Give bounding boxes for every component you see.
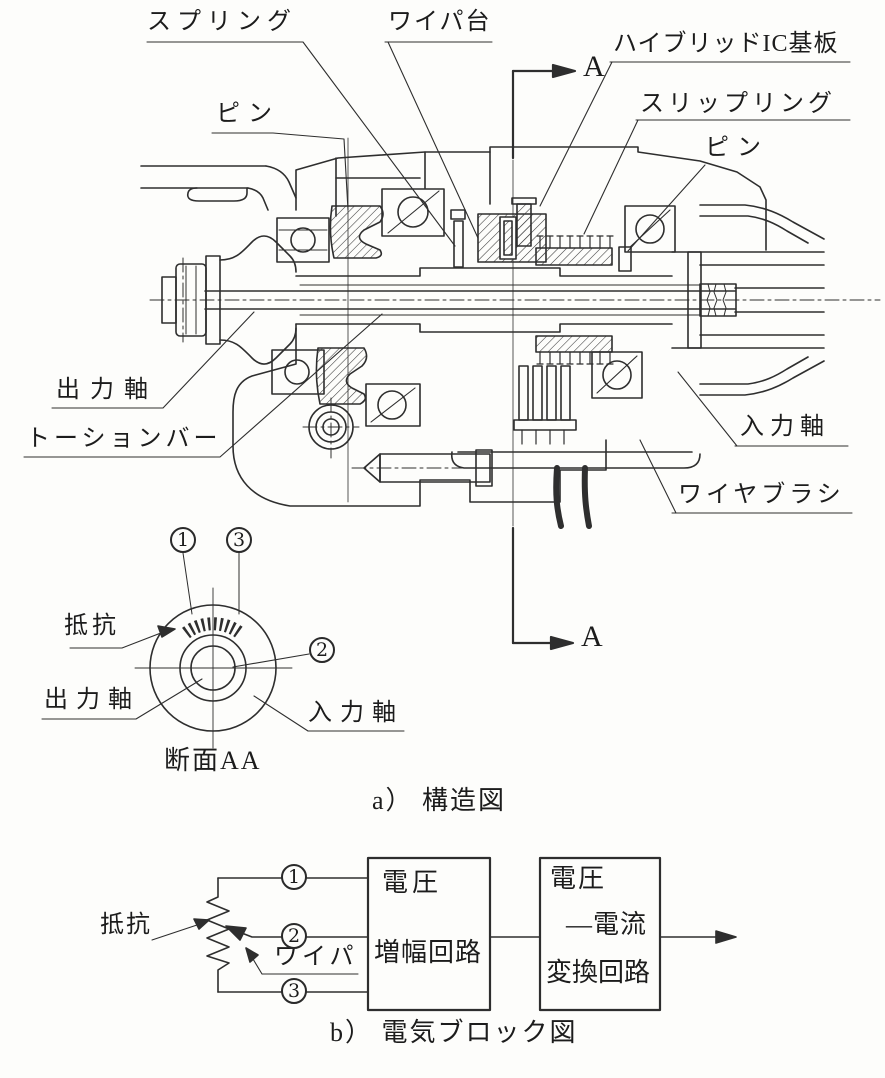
- bearing-top-mid: [381, 188, 445, 237]
- steering-column-tube-left: [140, 165, 297, 211]
- label-section-a-top: A: [583, 50, 605, 83]
- bearing-top-left: [276, 217, 330, 263]
- wire-brush-assembly: [450, 365, 701, 529]
- label-wire-brush: ワイヤブラシ: [678, 482, 845, 508]
- label-block-wiper: ワイパ: [274, 944, 358, 970]
- amp-box-line1: 電圧: [382, 868, 443, 897]
- label-hybrid-ic-board: ハイブリッドIC基板: [613, 31, 839, 57]
- terminal-1-section: 1: [170, 527, 196, 553]
- conv-box-line1: 電圧: [550, 864, 607, 893]
- label-output-shaft: 出力軸: [56, 377, 158, 403]
- housing-lower-outline: [232, 323, 607, 507]
- wiper-base-block: [477, 213, 547, 263]
- label-pin-right: ピン: [705, 135, 769, 161]
- label-sec-input-shaft: 入力軸: [308, 700, 404, 726]
- terminal-1-block: 1: [281, 864, 307, 890]
- spring-washer-hatched: [329, 205, 384, 259]
- label-spring: スプリング: [147, 9, 297, 35]
- slip-ring-top: [535, 235, 614, 266]
- terminal-2-block: 2: [281, 923, 307, 949]
- terminal-2-section: 2: [309, 637, 335, 663]
- label-sec-output-shaft: 出力軸: [44, 687, 140, 713]
- label-section-a-bottom: A: [581, 620, 603, 653]
- label-block-resistance: 抵抗: [100, 912, 152, 938]
- label-leaders: [23, 41, 853, 514]
- label-wiper-base: ワイパ台: [388, 9, 492, 35]
- label-sec-resistance: 抵抗: [64, 613, 120, 639]
- torsion-bar-shaft: [204, 267, 736, 333]
- amp-box-line2: 増幅回路: [374, 938, 483, 967]
- terminal-3-block: 3: [281, 978, 307, 1004]
- terminal-3-section: 3: [226, 527, 252, 553]
- label-torsion-bar: トーションバー: [26, 426, 222, 452]
- caption-block-diagram: b） 電気ブロック図: [330, 1018, 578, 1047]
- bearing-bottom-mid: [365, 383, 421, 427]
- spring-and-pin: [450, 209, 466, 268]
- label-slip-ring: スリップリング: [640, 91, 836, 117]
- conv-box-line3: 変換回路: [546, 958, 651, 987]
- bearing-bottom-right: [591, 351, 643, 399]
- label-pin-left: ピン: [216, 101, 280, 127]
- slip-ring-bottom: [535, 335, 614, 365]
- conv-box-line2: —電流: [566, 910, 648, 939]
- input-shaft-right: [671, 204, 825, 396]
- hybrid-ic-board: [511, 197, 537, 247]
- section-line-AA: [511, 63, 577, 651]
- spring-washer-bottom: [315, 347, 368, 405]
- block-diagram: [151, 856, 737, 1012]
- lock-pin-bottom: [363, 449, 493, 487]
- label-input-shaft: 入力軸: [740, 414, 830, 440]
- pin-right-part: [618, 246, 632, 272]
- bearing-top-right: [624, 205, 676, 253]
- section-view-AA: [41, 552, 405, 749]
- label-section-title: 断面AA: [164, 746, 262, 775]
- caption-structure-diagram: a） 構造図: [372, 786, 507, 815]
